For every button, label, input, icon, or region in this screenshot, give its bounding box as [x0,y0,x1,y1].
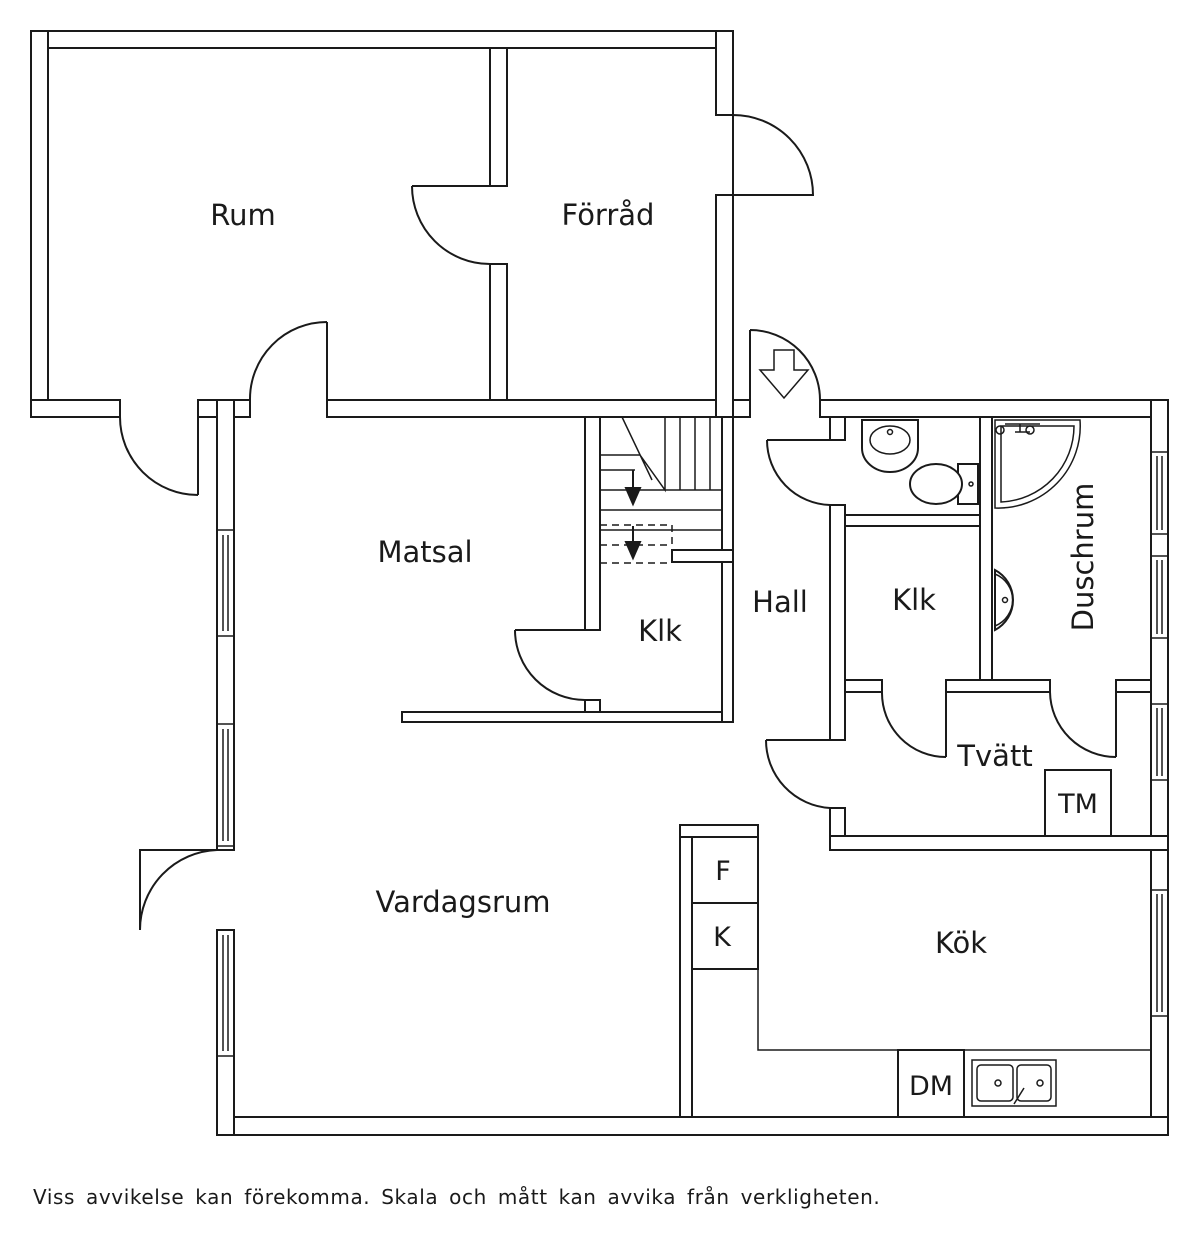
stair-arrow-icon-1 [624,470,642,507]
wall-rum-forrad-lower [489,263,508,401]
toilet-bowl [909,463,963,505]
fixture-labels: TM F K DM [713,789,1098,1102]
shower-knob-1 [995,425,1005,435]
toilet-button [968,481,974,487]
room-label-tvatt: Tvätt [956,739,1032,773]
door-wc [766,439,831,506]
wall-matsal-bottom [401,711,734,723]
wall-upper-bottom-right [326,399,751,418]
wall-main-bottom [216,1116,1169,1136]
window-left-1 [216,529,235,637]
wall-dusch-bottom [1115,679,1152,693]
wall-forrad-right-upper [715,30,734,116]
wall-main-top-right [819,399,1169,418]
window-right-3 [1150,703,1169,781]
label-freezer: K [713,922,732,953]
wall-main-left-upper [216,399,235,851]
shower-enclosure-icon [994,419,1081,509]
window-right-1 [1150,451,1169,535]
wall-main-left-lower [216,929,235,1136]
room-label-klk-center: Klk [892,583,936,617]
door-tvatt [764,739,831,809]
room-label-forrad: Förråd [562,198,655,232]
room-label-duschrum: Duschrum [1066,483,1100,632]
shower-knob-2 [1025,425,1035,435]
doors [119,114,1117,931]
room-label-rum: Rum [210,198,275,232]
wall-forrad-right-lower [715,194,734,418]
wall-upper-bottom-left [30,399,121,418]
stair-treads [600,416,723,550]
fridge [691,836,759,904]
window-right-2 [1150,555,1169,639]
wall-klk-bottom-left [844,679,883,693]
walls [30,30,1169,1136]
washing-machine [1044,769,1112,837]
staircase [600,416,723,564]
door-rum-exterior [119,416,199,496]
label-washing-machine: TM [1057,789,1098,820]
wall-kitchen-left [679,824,693,1118]
wall-klk-bottom-right [945,679,1051,693]
window-left-3 [216,929,235,1057]
room-label-hall: Hall [752,585,808,619]
dishwasher [897,1049,965,1118]
door-vardagsrum-exterior [139,849,218,931]
wall-main-right [1150,399,1169,1136]
wall-rum-forrad-upper [489,47,508,187]
kitchen-counter-left [757,837,1151,1051]
window-left-2 [216,723,235,847]
disclaimer-text: Viss avvikelse kan förekomma. Skala och … [33,1185,881,1209]
door-klk-center [880,691,947,758]
dusch-sink-bowl [994,573,1014,627]
door-rum-forrad [411,185,491,265]
entrance-arrow-icon [758,349,810,400]
bathroom-fixtures [861,419,1081,632]
room-label-klk-stairs: Klk [638,614,682,648]
dusch-sink-drain [1001,596,1009,604]
room-label-kok: Kök [935,926,987,960]
door-rum-vardagsrum [248,321,328,401]
wall-stair-left [584,416,601,631]
kitchen-sink-icon [971,1059,1057,1107]
window-right-4 [1150,889,1169,1017]
stair-arrow-icon-2 [624,526,642,561]
door-duschrum [1049,691,1117,758]
room-label-vardagsrum: Vardagsrum [375,885,550,919]
door-klk-stairs [514,629,586,701]
label-dishwasher: DM [909,1071,953,1102]
room-labels: Rum Förråd Matsal Klk Hall Klk Duschrum … [210,198,1100,960]
wall-upper-left [30,30,49,401]
wc-sink-icon [861,419,919,473]
wall-stair-right [721,416,734,723]
wall-wc-left-upper [829,416,846,441]
wall-wc-bottom [844,514,981,527]
wall-tvatt-bottom [829,835,1169,851]
windows [216,451,1169,1057]
wc-sink-basin [869,425,911,455]
shower-head-icon [1005,423,1040,433]
door-forrad-exterior [732,114,815,196]
wall-upper-top [31,30,734,49]
appliances [691,769,1151,1118]
wall-kitchen-top [679,824,759,838]
wall-wc-right [979,416,993,691]
label-fridge: F [715,856,731,887]
room-label-matsal: Matsal [377,535,472,569]
wall-wc-left-lower [829,504,846,741]
wall-klk-top [671,549,734,563]
wc-sink-drain [886,428,894,436]
door-entrance [749,329,821,401]
